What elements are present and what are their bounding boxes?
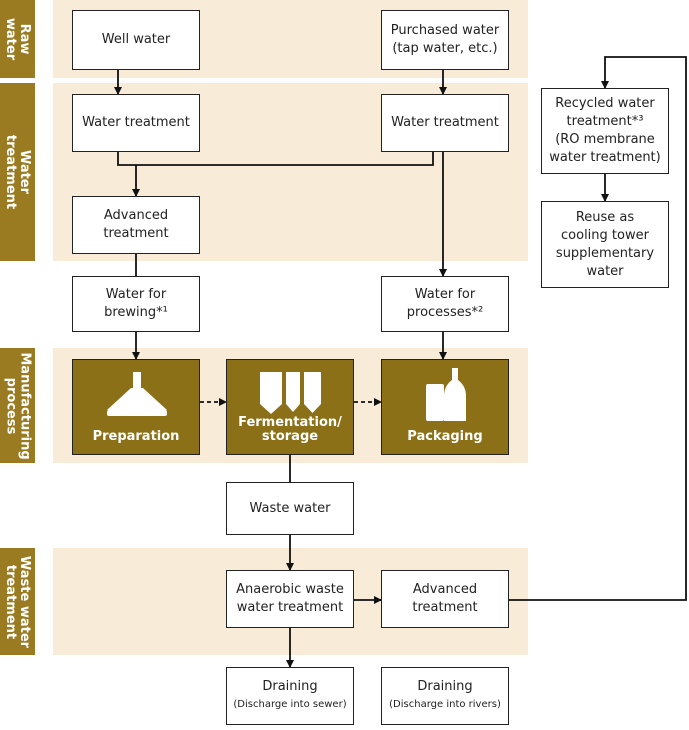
box-water-for-brewing: Water for brewing*¹ xyxy=(72,276,200,332)
box-advanced-treatment-waste: Advanced treatment xyxy=(381,570,509,628)
draining-note: (Discharge into rivers) xyxy=(389,699,501,710)
draining-note: (Discharge into sewer) xyxy=(233,699,347,710)
box-purchased-water: Purchased water (tap water, etc.) xyxy=(381,10,509,70)
box-advanced-treatment: Advanced treatment xyxy=(72,196,200,254)
brew-kettle-icon xyxy=(107,372,167,416)
draining-label: Draining xyxy=(417,679,473,694)
box-anaerobic-treatment: Anaerobic waste water treatment xyxy=(226,570,354,628)
section-label-manufacturing: Manufacturing process xyxy=(0,348,35,463)
box-draining-sewer: Draining (Discharge into sewer) xyxy=(226,667,354,725)
box-waste-water: Waste water xyxy=(226,482,354,535)
box-water-treatment-right: Water treatment xyxy=(381,94,509,152)
process-preparation: Preparation xyxy=(72,359,200,455)
tanks-icon xyxy=(260,372,321,414)
can-and-bottle-icon xyxy=(426,368,466,421)
draining-label: Draining xyxy=(262,679,318,694)
process-packaging: Packaging xyxy=(381,359,509,455)
section-label-waste-water: Waste water treatment xyxy=(0,548,35,655)
box-recycled-water-treatment: Recycled water treatment*³ (RO membrane … xyxy=(541,88,669,174)
box-draining-rivers: Draining (Discharge into rivers) xyxy=(381,667,509,725)
process-fermentation: Fermentation/ storage xyxy=(226,359,354,455)
box-water-treatment-left: Water treatment xyxy=(72,94,200,152)
section-label-water-treatment: Water treatment xyxy=(0,83,35,261)
box-reuse-cooling-tower: Reuse as cooling tower supplementary wat… xyxy=(541,201,669,288)
box-well-water: Well water xyxy=(72,10,200,70)
section-label-raw-water: Raw water xyxy=(0,0,35,78)
box-water-for-processes: Water for processes*² xyxy=(381,276,509,332)
